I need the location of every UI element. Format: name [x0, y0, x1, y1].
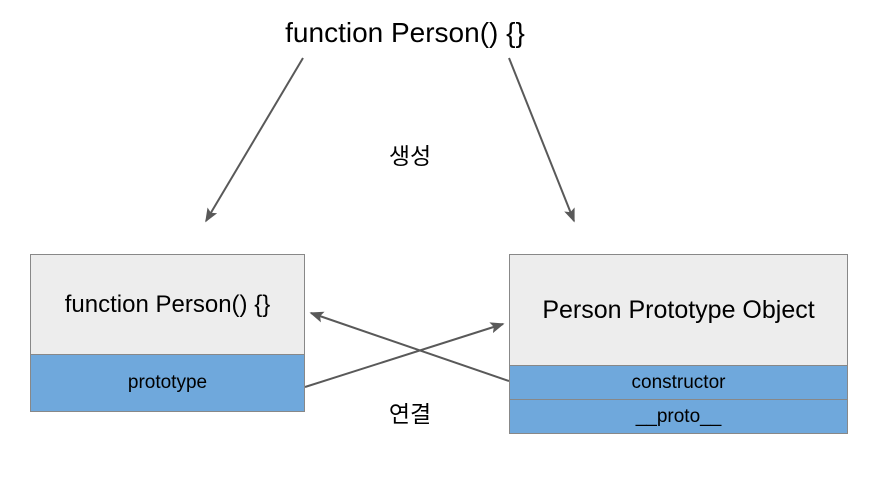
node-row-prototype[interactable]: prototype	[31, 355, 304, 411]
node-row-constructor[interactable]: constructor	[510, 366, 847, 399]
node-function-person-header: function Person() {}	[31, 255, 304, 355]
diagram-title: function Person() {}	[285, 17, 525, 48]
edge-constructor-to-function-arrow	[309, 311, 510, 382]
edge-label-link: 연결	[388, 401, 432, 427]
edge-create-right-arrow	[508, 57, 575, 223]
node-person-prototype-object-header: Person Prototype Object	[510, 255, 847, 366]
edge-create-left-arrow	[205, 57, 304, 223]
node-person-prototype-object[interactable]: Person Prototype Object constructor __pr…	[509, 254, 848, 434]
edge-label-create: 생성	[388, 143, 432, 169]
edge-prototype-to-object-arrow	[304, 322, 505, 388]
node-row-proto[interactable]: __proto__	[510, 399, 847, 433]
node-function-person[interactable]: function Person() {} prototype	[30, 254, 305, 412]
